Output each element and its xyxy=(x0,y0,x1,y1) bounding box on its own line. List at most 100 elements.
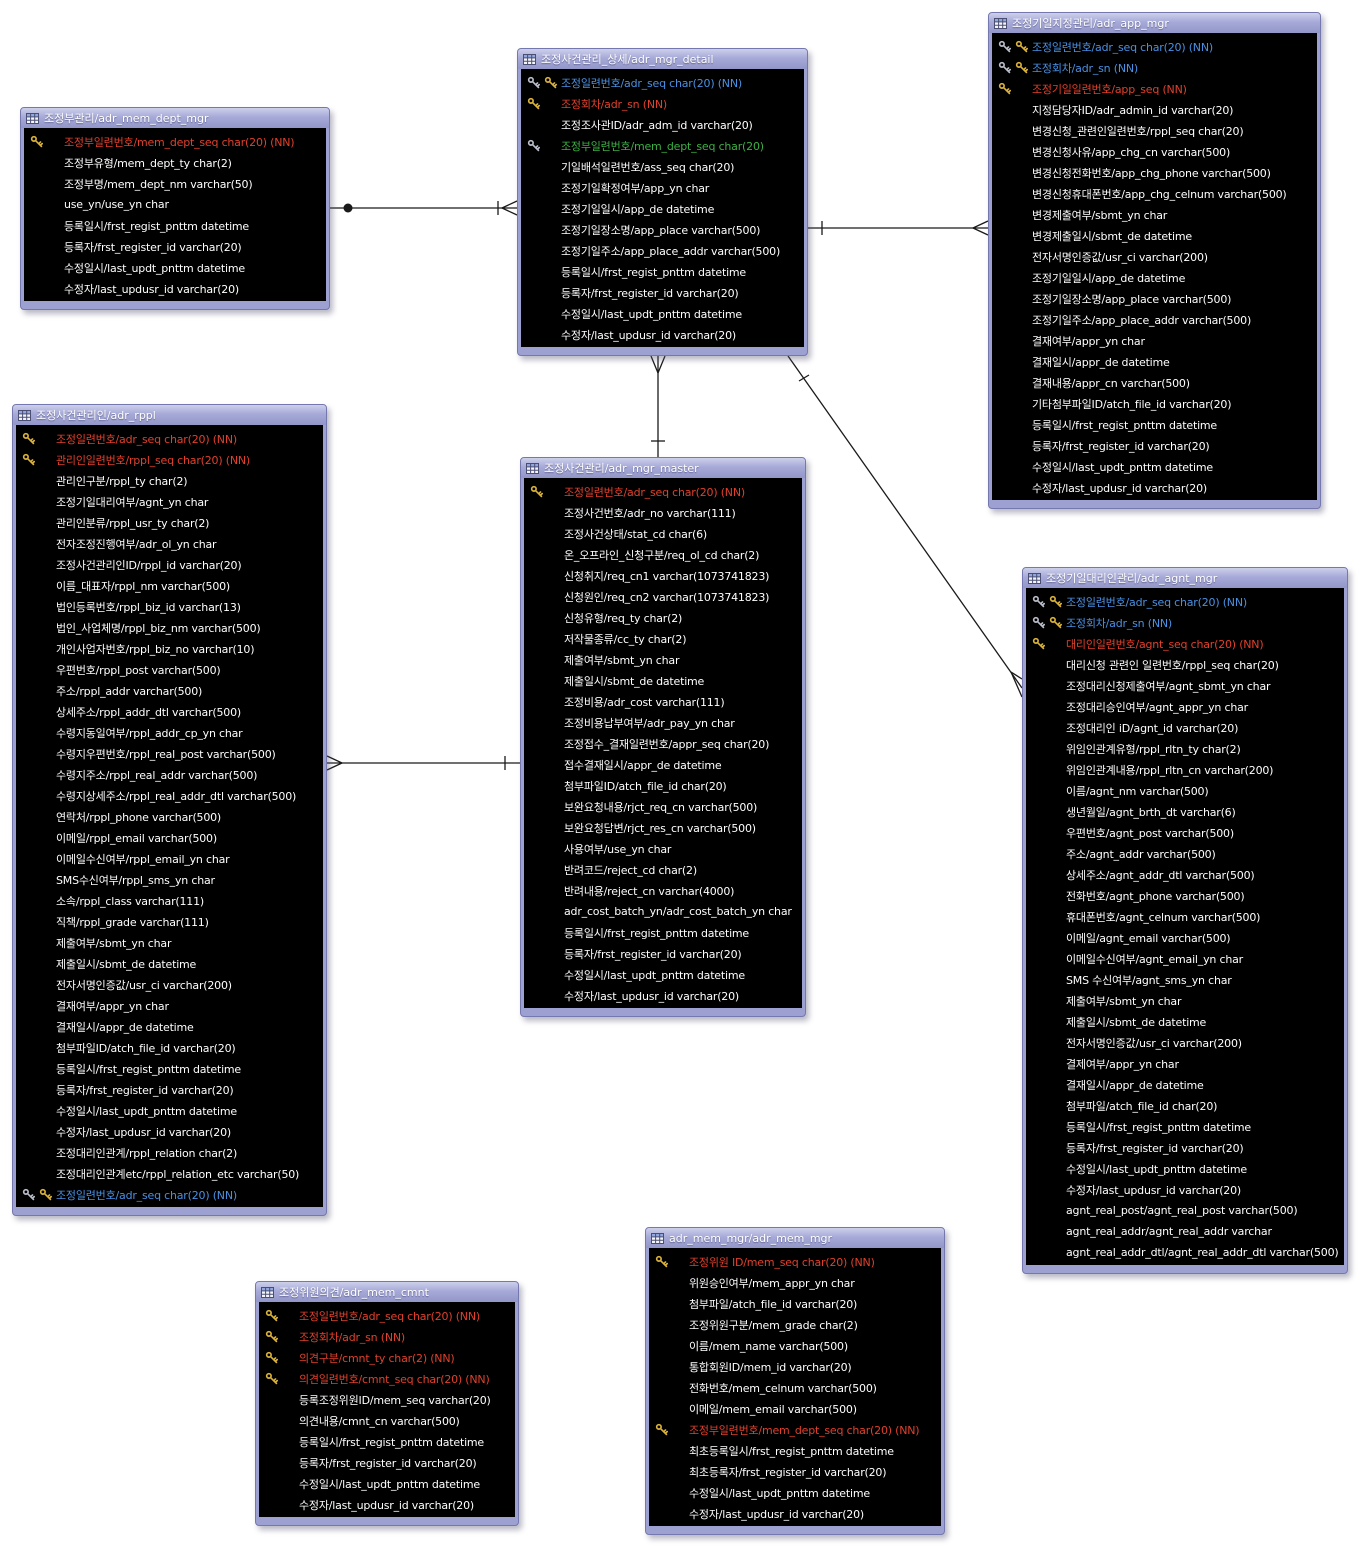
column-row[interactable]: 결재일시/appr_de datetime xyxy=(992,351,1317,372)
column-row[interactable]: 조정대리승인여부/agnt_appr_yn char xyxy=(1026,696,1344,717)
column-row[interactable]: 등록일시/frst_regist_pnttm datetime xyxy=(24,215,326,236)
column-row[interactable]: 저작물종류/cc_ty char(2) xyxy=(524,628,802,649)
column-row[interactable]: 의견내용/cmnt_cn varchar(500) xyxy=(259,1410,515,1431)
column-row[interactable]: 등록자/frst_register_id varchar(20) xyxy=(24,236,326,257)
column-row[interactable]: 소속/rppl_class varchar(111) xyxy=(16,890,323,911)
column-row[interactable]: 수정자/last_updusr_id varchar(20) xyxy=(1026,1179,1344,1200)
column-row[interactable]: 결재여부/appr_yn char xyxy=(16,995,323,1016)
column-row[interactable]: 조정비용/adr_cost varchar(111) xyxy=(524,691,802,712)
column-row[interactable]: SMS 수신여부/agnt_sms_yn char xyxy=(1026,969,1344,990)
column-row[interactable]: 조정기일일시/app_de datetime xyxy=(992,267,1317,288)
column-row[interactable]: 반려코드/reject_cd char(2) xyxy=(524,859,802,880)
column-row[interactable]: 수정일시/last_updt_pnttm datetime xyxy=(524,964,802,985)
column-row[interactable]: 이메일/agnt_email varchar(500) xyxy=(1026,927,1344,948)
column-row[interactable]: 보완요청답변/rjct_res_cn varchar(500) xyxy=(524,817,802,838)
column-row[interactable]: 수정자/last_updusr_id varchar(20) xyxy=(521,324,804,345)
column-row[interactable]: 직책/rppl_grade varchar(111) xyxy=(16,911,323,932)
column-row[interactable]: 수정일시/last_updt_pnttm datetime xyxy=(521,303,804,324)
column-row[interactable]: 대리인일련번호/agnt_seq char(20) (NN) xyxy=(1026,633,1344,654)
column-row[interactable]: 우편번호/rppl_post varchar(500) xyxy=(16,659,323,680)
column-row[interactable]: 전자서명인증값/usr_ci varchar(200) xyxy=(16,974,323,995)
column-row[interactable]: 조정위원 ID/mem_seq char(20) (NN) xyxy=(649,1251,941,1272)
column-row[interactable]: 조정부일련번호/mem_dept_seq char(20) (NN) xyxy=(24,131,326,152)
column-row[interactable]: 최초등록자/frst_register_id varchar(20) xyxy=(649,1461,941,1482)
column-row[interactable]: 전자서명인증값/usr_ci varchar(200) xyxy=(1026,1032,1344,1053)
column-row[interactable]: 조정부일련번호/mem_dept_seq char(20) (NN) xyxy=(649,1419,941,1440)
column-row[interactable]: 결재여부/appr_yn char xyxy=(992,330,1317,351)
column-row[interactable]: 조정대리인관계etc/rppl_relation_etc varchar(50) xyxy=(16,1163,323,1184)
column-row[interactable]: 등록일시/frst_regist_pnttm datetime xyxy=(259,1431,515,1452)
column-row[interactable]: 이메일수신여부/rppl_email_yn char xyxy=(16,848,323,869)
column-row[interactable]: 제출일시/sbmt_de datetime xyxy=(16,953,323,974)
column-row[interactable]: 수령지동일여부/rppl_addr_cp_yn char xyxy=(16,722,323,743)
column-row[interactable]: 전화번호/mem_celnum varchar(500) xyxy=(649,1377,941,1398)
column-row[interactable]: 개인사업자번호/rppl_biz_no varchar(10) xyxy=(16,638,323,659)
column-row[interactable]: 조정기일일련번호/app_seq (NN) xyxy=(992,78,1317,99)
column-row[interactable]: 수정일시/last_updt_pnttm datetime xyxy=(259,1473,515,1494)
column-row[interactable]: 등록자/frst_register_id varchar(20) xyxy=(524,943,802,964)
entity-header[interactable]: 조정기일대리인관리/adr_agnt_mgr xyxy=(1023,568,1347,588)
column-row[interactable]: 우편번호/agnt_post varchar(500) xyxy=(1026,822,1344,843)
entity-header[interactable]: 조정위원의견/adr_mem_cmnt xyxy=(256,1282,518,1302)
relation-dept-to-detail[interactable] xyxy=(330,200,518,216)
column-row[interactable]: 조정일련번호/adr_seq char(20) (NN) xyxy=(16,1184,323,1205)
column-row[interactable]: 등록자/frst_register_id varchar(20) xyxy=(259,1452,515,1473)
entity-header[interactable]: 조정사건관리/adr_mgr_master xyxy=(521,458,805,478)
column-row[interactable]: 이름_대표자/rppl_nm varchar(500) xyxy=(16,575,323,596)
column-row[interactable]: 제출여부/sbmt_yn char xyxy=(524,649,802,670)
column-row[interactable]: 등록자/frst_register_id varchar(20) xyxy=(521,282,804,303)
column-row[interactable]: 수정자/last_updusr_id varchar(20) xyxy=(992,477,1317,498)
column-row[interactable]: 등록자/frst_register_id varchar(20) xyxy=(992,435,1317,456)
column-row[interactable]: 등록자/frst_register_id varchar(20) xyxy=(1026,1137,1344,1158)
column-row[interactable]: 등록일시/frst_regist_pnttm datetime xyxy=(992,414,1317,435)
column-row[interactable]: 조정조사관ID/adr_adm_id varchar(20) xyxy=(521,114,804,135)
column-row[interactable]: 법인등록번호/rppl_biz_id varchar(13) xyxy=(16,596,323,617)
column-row[interactable]: 접수결재일시/appr_de datetime xyxy=(524,754,802,775)
column-row[interactable]: 신청취지/req_cn1 varchar(1073741823) xyxy=(524,565,802,586)
column-row[interactable]: 수정자/last_updusr_id varchar(20) xyxy=(24,278,326,299)
column-row[interactable]: 수정일시/last_updt_pnttm datetime xyxy=(649,1482,941,1503)
column-row[interactable]: 제출일시/sbmt_de datetime xyxy=(1026,1011,1344,1032)
column-row[interactable]: 조정위원구분/mem_grade char(2) xyxy=(649,1314,941,1335)
column-row[interactable]: 변경신청사유/app_chg_cn varchar(500) xyxy=(992,141,1317,162)
column-row[interactable]: 기타첨부파일ID/atch_file_id varchar(20) xyxy=(992,393,1317,414)
entity-header[interactable]: 조정사건관리인/adr_rppl xyxy=(13,405,326,425)
column-row[interactable]: 변경신청휴대폰번호/app_chg_celnum varchar(500) xyxy=(992,183,1317,204)
column-row[interactable]: 온_오프라인_신청구분/req_ol_cd char(2) xyxy=(524,544,802,565)
column-row[interactable]: 등록자/frst_register_id varchar(20) xyxy=(16,1079,323,1100)
column-row[interactable]: 첨부파일ID/atch_file_id char(20) xyxy=(524,775,802,796)
column-row[interactable]: 등록일시/frst_regist_pnttm datetime xyxy=(524,922,802,943)
entity-adr_rppl[interactable]: 조정사건관리인/adr_rppl 조정일련번호/adr_seq char(20) … xyxy=(12,404,327,1216)
column-row[interactable]: agnt_real_addr/agnt_real_addr varchar xyxy=(1026,1221,1344,1242)
column-row[interactable]: 통합회원ID/mem_id varchar(20) xyxy=(649,1356,941,1377)
relation-master-to-detail[interactable] xyxy=(650,355,666,457)
column-row[interactable]: 이름/agnt_nm varchar(500) xyxy=(1026,780,1344,801)
column-row[interactable]: 조정부일련번호/mem_dept_seq char(20) xyxy=(521,135,804,156)
column-row[interactable]: 법인_사업체명/rppl_biz_nm varchar(500) xyxy=(16,617,323,638)
column-row[interactable]: 수정자/last_updusr_id varchar(20) xyxy=(649,1503,941,1524)
column-row[interactable]: 주소/agnt_addr varchar(500) xyxy=(1026,843,1344,864)
entity-header[interactable]: 조정기일지정관리/adr_app_mgr xyxy=(989,13,1320,33)
column-row[interactable]: 첨부파일ID/atch_file_id varchar(20) xyxy=(16,1037,323,1058)
column-row[interactable]: 조정기일주소/app_place_addr varchar(500) xyxy=(521,240,804,261)
entity-header[interactable]: 조정사건관리_상세/adr_mgr_detail xyxy=(518,49,807,69)
relation-detail-to-appmgr[interactable] xyxy=(808,220,989,236)
column-row[interactable]: 제출여부/sbmt_yn char xyxy=(1026,990,1344,1011)
column-row[interactable]: 조정기일일시/app_de datetime xyxy=(521,198,804,219)
column-row[interactable]: agnt_real_post/agnt_real_post varchar(50… xyxy=(1026,1200,1344,1221)
column-row[interactable]: 전화번호/agnt_phone varchar(500) xyxy=(1026,885,1344,906)
column-row[interactable]: 의견일련번호/cmnt_seq char(20) (NN) xyxy=(259,1368,515,1389)
column-row[interactable]: 등록일시/frst_regist_pnttm datetime xyxy=(16,1058,323,1079)
column-row[interactable]: 수정자/last_updusr_id varchar(20) xyxy=(259,1494,515,1515)
column-row[interactable]: 결재일시/appr_de datetime xyxy=(1026,1074,1344,1095)
column-row[interactable]: adr_cost_batch_yn/adr_cost_batch_yn char xyxy=(524,901,802,922)
column-row[interactable]: agnt_real_addr_dtl/agnt_real_addr_dtl va… xyxy=(1026,1242,1344,1263)
column-row[interactable]: 연락처/rppl_phone varchar(500) xyxy=(16,806,323,827)
column-row[interactable]: 휴대폰번호/agnt_celnum varchar(500) xyxy=(1026,906,1344,927)
column-row[interactable]: 대리신청 관련인 일련번호/rppl_seq char(20) xyxy=(1026,654,1344,675)
column-row[interactable]: 결제여부/appr_yn char xyxy=(1026,1053,1344,1074)
column-row[interactable]: 조정일련번호/adr_seq char(20) (NN) xyxy=(992,36,1317,57)
column-row[interactable]: 사용여부/use_yn char xyxy=(524,838,802,859)
